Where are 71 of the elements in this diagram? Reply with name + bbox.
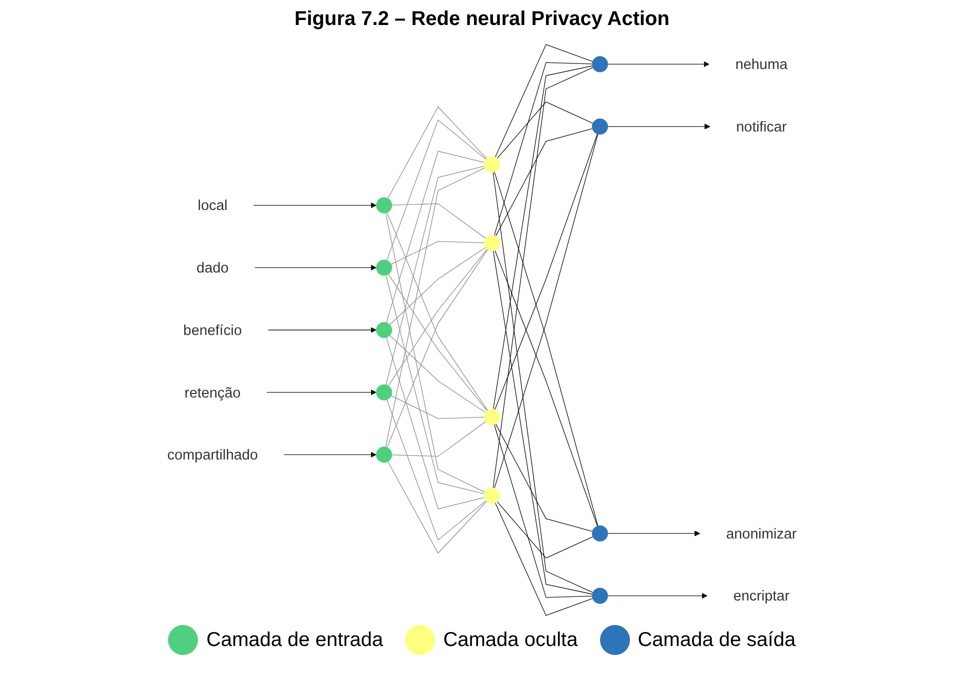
connector xyxy=(391,396,484,419)
connector xyxy=(386,166,485,385)
connector xyxy=(386,212,488,411)
connector xyxy=(392,421,486,457)
connector xyxy=(492,172,593,593)
arrow xyxy=(608,592,708,599)
arrow xyxy=(608,124,710,130)
arrow xyxy=(608,61,710,68)
connector xyxy=(385,212,486,493)
connector xyxy=(386,275,485,494)
connector xyxy=(494,172,598,526)
figure-title: Figura 7.2 – Rede neural Privacy Action xyxy=(294,8,670,31)
node-circle xyxy=(592,118,608,135)
connector xyxy=(496,102,593,159)
arrow xyxy=(284,452,376,458)
node-text: benefício xyxy=(183,322,242,338)
arrow xyxy=(266,389,376,396)
node-circle xyxy=(592,56,608,72)
node-circle xyxy=(376,260,392,276)
arrow xyxy=(608,530,700,536)
node-circle xyxy=(376,384,392,400)
connector xyxy=(386,119,486,260)
node-text: nehuma xyxy=(735,56,788,72)
connector xyxy=(495,128,593,236)
node-circle xyxy=(484,408,500,425)
connector xyxy=(386,249,488,448)
legend-label: Camada oculta xyxy=(443,628,578,652)
arrow xyxy=(254,264,376,271)
node-circle xyxy=(484,488,500,504)
connector xyxy=(496,501,593,558)
legend-label: Camada de saída xyxy=(638,628,796,652)
connector xyxy=(391,241,484,264)
node-circle xyxy=(376,197,392,214)
connector xyxy=(388,274,488,412)
node-text: dado xyxy=(196,259,229,276)
node-text: anonimizar xyxy=(726,525,797,542)
node-text: compartilhado xyxy=(167,446,258,463)
arrow xyxy=(268,327,376,333)
connector xyxy=(492,67,593,488)
connector xyxy=(492,66,592,410)
connector xyxy=(494,424,592,598)
connector xyxy=(388,106,487,199)
connector xyxy=(495,424,593,532)
node-text: retenção xyxy=(184,384,241,401)
node-circle xyxy=(592,525,608,542)
connector xyxy=(386,400,486,541)
connector xyxy=(494,62,592,236)
node-circle xyxy=(592,588,608,604)
connector xyxy=(388,461,487,554)
connector xyxy=(390,247,486,325)
node-circle xyxy=(376,446,392,463)
connector xyxy=(494,134,598,410)
connector xyxy=(392,203,486,239)
node-text: local xyxy=(198,197,228,214)
node-text: notificar xyxy=(736,118,787,135)
connector xyxy=(492,250,592,594)
connector xyxy=(494,250,598,526)
connector xyxy=(495,502,593,616)
connector xyxy=(386,150,485,323)
node-text: encriptar xyxy=(733,588,790,604)
connector xyxy=(386,337,485,510)
node-circle xyxy=(484,235,500,252)
connector xyxy=(494,134,598,488)
legend-label: Camada de entrada xyxy=(206,628,384,652)
connector xyxy=(495,44,593,158)
node-circle xyxy=(376,322,392,338)
arrow xyxy=(253,202,376,208)
connector xyxy=(388,248,488,386)
node-circle xyxy=(484,156,500,172)
connector xyxy=(385,167,486,448)
connector xyxy=(390,335,486,413)
